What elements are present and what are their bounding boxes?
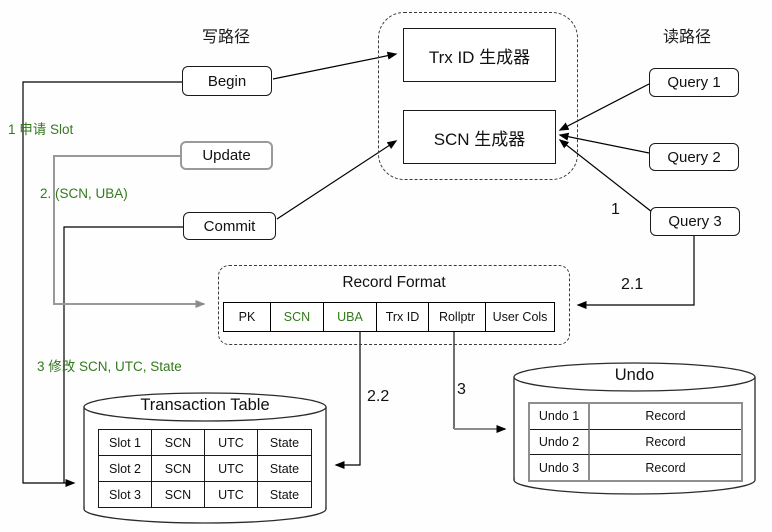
connector-query2-to-scn — [558, 132, 650, 154]
record-format-group — [218, 265, 570, 345]
tt-cell: State — [258, 456, 311, 482]
transaction-table: Slot 1 SCN UTC State Slot 2 SCN UTC Stat… — [98, 429, 312, 508]
query1-node: Query 1 — [649, 68, 739, 97]
tt-cell: Slot 3 — [99, 482, 152, 507]
connector-commit-to-slot — [63, 226, 183, 483]
tt-cell: SCN — [152, 482, 205, 507]
query3-node: Query 3 — [650, 207, 740, 236]
tt-cell: SCN — [152, 430, 205, 456]
tt-cell: SCN — [152, 456, 205, 482]
read-path-heading: 读路径 — [663, 29, 712, 46]
undo-cell: Undo 3 — [530, 455, 590, 480]
undo-table: Undo 1 Record Undo 2 Record Undo 3 Recor… — [528, 402, 743, 482]
connector-query3-to-record — [576, 236, 695, 309]
step-label-2-1: 2.1 — [621, 276, 644, 293]
record-format-title: Record Format — [342, 274, 446, 291]
step-label-3: 3 — [457, 381, 466, 398]
generator-group — [378, 12, 578, 180]
trx-id-generator-node: Trx ID 生成器 — [403, 28, 556, 82]
record-cell-scn: SCN — [271, 303, 324, 331]
annotation-scn-uba: 2. (SCN, UBA) — [40, 186, 128, 201]
query2-node: Query 2 — [649, 143, 739, 171]
undo-cell: Record — [645, 460, 686, 475]
undo-cell: Record — [590, 404, 741, 430]
commit-node: Commit — [183, 212, 276, 240]
record-cell-rollptr: Rollptr — [429, 303, 486, 331]
write-path-heading: 写路径 — [202, 29, 251, 46]
transaction-table-title: Transaction Table — [140, 396, 270, 414]
tt-cell: UTC — [205, 430, 258, 456]
tt-cell: Slot 2 — [99, 456, 152, 482]
tt-cell: UTC — [205, 456, 258, 482]
begin-node: Begin — [182, 66, 272, 96]
record-format-table: PK SCN UBA Trx ID Rollptr User Cols — [223, 302, 555, 332]
step-label-1: 1 — [611, 201, 620, 218]
record-cell-usercols: User Cols — [492, 310, 548, 324]
annotation-modify-scn-utc-state: 3 修改 SCN, UTC, State — [37, 359, 182, 374]
connector-commit-to-scn — [276, 140, 398, 220]
record-cell-pk: PK — [224, 303, 271, 331]
record-cell-trxid: Trx ID — [377, 303, 429, 331]
tt-cell: State — [258, 430, 311, 456]
connector-update-to-record — [53, 155, 206, 308]
connector-begin-to-trxid — [272, 51, 398, 80]
connector-begin-to-slot — [22, 81, 182, 487]
undo-title: Undo — [614, 366, 655, 384]
annotation-apply-slot: 1 申请 Slot — [8, 122, 74, 137]
tt-cell: State — [269, 487, 300, 502]
undo-cell: Record — [590, 430, 741, 456]
undo-cell: Undo 2 — [530, 429, 590, 456]
update-node: Update — [180, 141, 273, 170]
step-label-2-2: 2.2 — [367, 388, 390, 405]
record-cell-uba: UBA — [324, 303, 377, 331]
scn-generator-node: SCN 生成器 — [403, 110, 556, 164]
connector-query1-to-scn — [558, 83, 650, 131]
tt-cell: UTC — [205, 482, 258, 507]
tt-cell: Slot 1 — [99, 430, 152, 456]
connector-uba-to-transaction-table — [334, 332, 361, 469]
connector-query3-to-scn — [558, 139, 653, 213]
undo-cell: Undo 1 — [530, 404, 590, 430]
